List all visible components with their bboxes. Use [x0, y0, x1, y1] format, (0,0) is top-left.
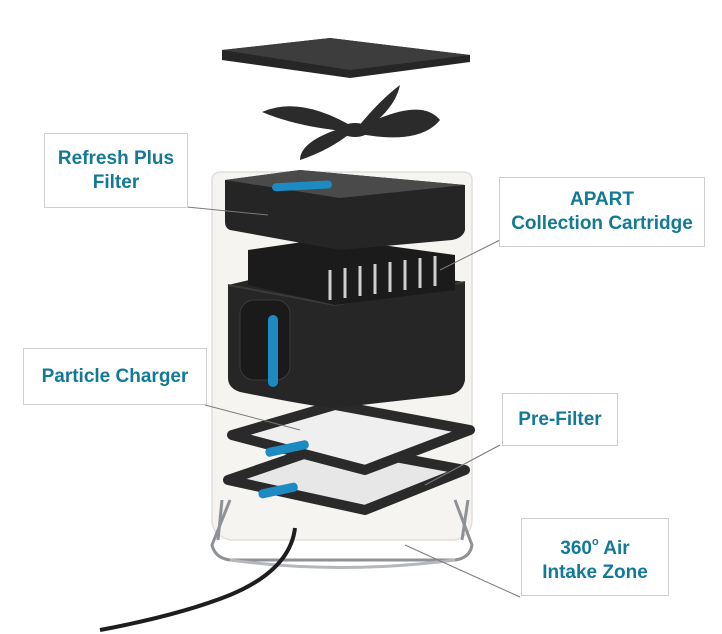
label-apart-line1: APART — [569, 189, 635, 210]
label-particle-charger-line1: Particle Charger — [41, 365, 189, 387]
apart-cartridge — [227, 238, 466, 408]
label-intake-zone: 360o Air Intake Zone — [521, 518, 669, 596]
callout-lines — [186, 206, 521, 598]
label-refresh-plus-filter: Refresh Plus Filter — [44, 133, 188, 208]
refresh-plus-filter — [225, 170, 465, 250]
degree-sup: o — [592, 535, 599, 548]
intake-number: 360 — [560, 537, 592, 559]
label-refresh-plus-line2: Filter — [92, 171, 140, 193]
base-stand — [210, 499, 474, 569]
label-intake-line2: Intake Zone — [542, 561, 648, 583]
power-cord — [99, 527, 297, 632]
label-apart-line2: Collection Cartridge — [511, 213, 693, 234]
intake-air: Air — [598, 537, 630, 559]
label-particle-charger: Particle Charger — [23, 348, 207, 405]
label-refresh-plus-line1: Refresh Plus — [57, 147, 175, 169]
label-apart-cartridge: APART Collection Cartridge — [499, 177, 705, 247]
label-pre-filter: Pre-Filter — [502, 393, 618, 446]
top-grille — [222, 38, 470, 78]
label-intake-line1: 360o Air — [560, 530, 629, 561]
label-pre-filter-line1: Pre-Filter — [518, 408, 602, 430]
particle-charger — [227, 400, 475, 475]
fan-blade — [262, 85, 440, 160]
